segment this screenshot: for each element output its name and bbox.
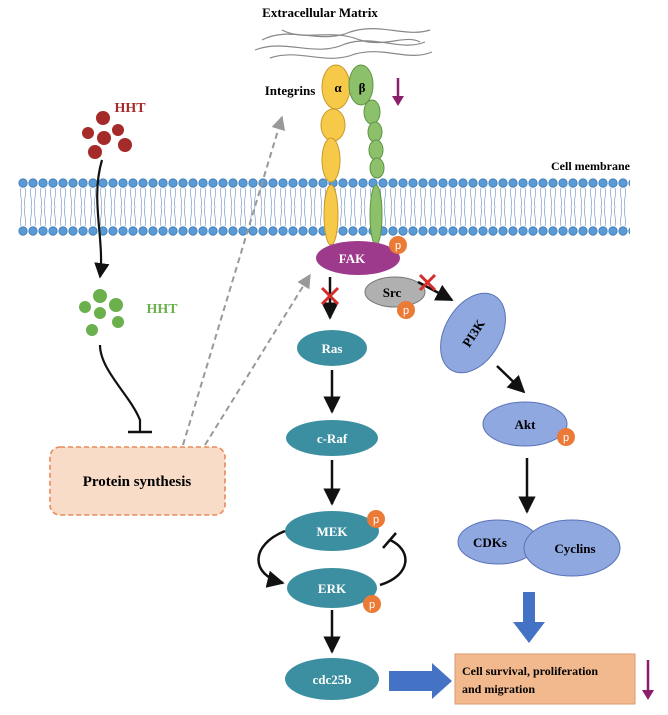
craf-node bbox=[286, 420, 378, 456]
outcome-line2: and migration bbox=[462, 682, 535, 696]
src-node bbox=[364, 276, 426, 308]
erk-node bbox=[287, 568, 377, 608]
erk-phospho-badge bbox=[363, 595, 381, 613]
cell-membrane-label: Cell membrane bbox=[551, 159, 631, 173]
cdks-label: CDKs bbox=[473, 535, 507, 550]
dashed-arrow-to-fak bbox=[204, 273, 311, 446]
erk-label: ERK bbox=[318, 581, 347, 596]
hht-uptake-arrow bbox=[94, 159, 110, 279]
fak-phospho-badge bbox=[389, 236, 407, 254]
outcome-line1: Cell survival, proliferation bbox=[462, 664, 598, 678]
mek-phospho-badge bbox=[367, 510, 385, 528]
mek-label: MEK bbox=[316, 524, 348, 539]
akt-label: Akt bbox=[515, 417, 537, 432]
cyclins-label: Cyclins bbox=[554, 541, 595, 556]
cdc25b-to-outcome-arrow bbox=[389, 663, 452, 699]
src-phospho-badge bbox=[397, 301, 415, 319]
ras-node bbox=[297, 330, 367, 366]
akt-phospho-label: p bbox=[563, 432, 569, 444]
akt-phospho-badge bbox=[557, 428, 575, 446]
fak-label: FAK bbox=[339, 251, 366, 266]
erk-feedback-inhibition bbox=[379, 538, 407, 587]
cyclins-node bbox=[523, 519, 621, 577]
hht-green-molecules bbox=[79, 289, 124, 336]
erk-feedback-bar bbox=[382, 532, 397, 549]
src-pi3k-block-x bbox=[418, 273, 437, 292]
pi3k-node bbox=[440, 292, 506, 374]
outcome-box bbox=[454, 653, 636, 705]
integrin-alpha-label: α bbox=[334, 80, 342, 95]
cdc25b-node bbox=[285, 658, 379, 700]
hht-green-label: HHT bbox=[146, 302, 178, 317]
src-label: Src bbox=[383, 285, 402, 300]
outcome-down-arrow bbox=[642, 660, 654, 700]
ras-label: Ras bbox=[322, 341, 343, 356]
erk-phospho-label: p bbox=[369, 599, 375, 611]
mek-to-erk-arrow bbox=[257, 529, 286, 588]
integrin-beta bbox=[348, 64, 385, 246]
protein-synthesis-box bbox=[49, 446, 226, 516]
hht-red-label: HHT bbox=[114, 101, 146, 116]
cdc25b-label: cdc25b bbox=[313, 672, 352, 687]
pi3k-to-akt-arrow bbox=[496, 365, 526, 394]
hht-red-molecules bbox=[82, 111, 132, 159]
integrins-label: Integrins bbox=[265, 83, 316, 98]
hht-inhibition-line bbox=[98, 344, 142, 432]
fak-ras-block-x bbox=[320, 286, 340, 306]
protein-synthesis-label: Protein synthesis bbox=[83, 474, 192, 490]
fak-node bbox=[316, 241, 400, 275]
akt-node bbox=[482, 401, 568, 447]
dashed-arrow-to-integrins bbox=[182, 115, 286, 446]
mek-phospho-label: p bbox=[373, 514, 379, 526]
src-phospho-label: p bbox=[403, 305, 409, 317]
integrin-beta-label: β bbox=[359, 80, 366, 95]
fak-phospho-label: p bbox=[395, 240, 401, 252]
extracellular-matrix-label: Extracellular Matrix bbox=[262, 5, 378, 20]
matrix-fibers bbox=[254, 28, 433, 59]
integrin-down-arrow bbox=[392, 78, 404, 106]
craf-label: c-Raf bbox=[317, 431, 348, 446]
cyclins-to-outcome-arrow bbox=[513, 592, 545, 643]
mek-node bbox=[285, 511, 379, 551]
